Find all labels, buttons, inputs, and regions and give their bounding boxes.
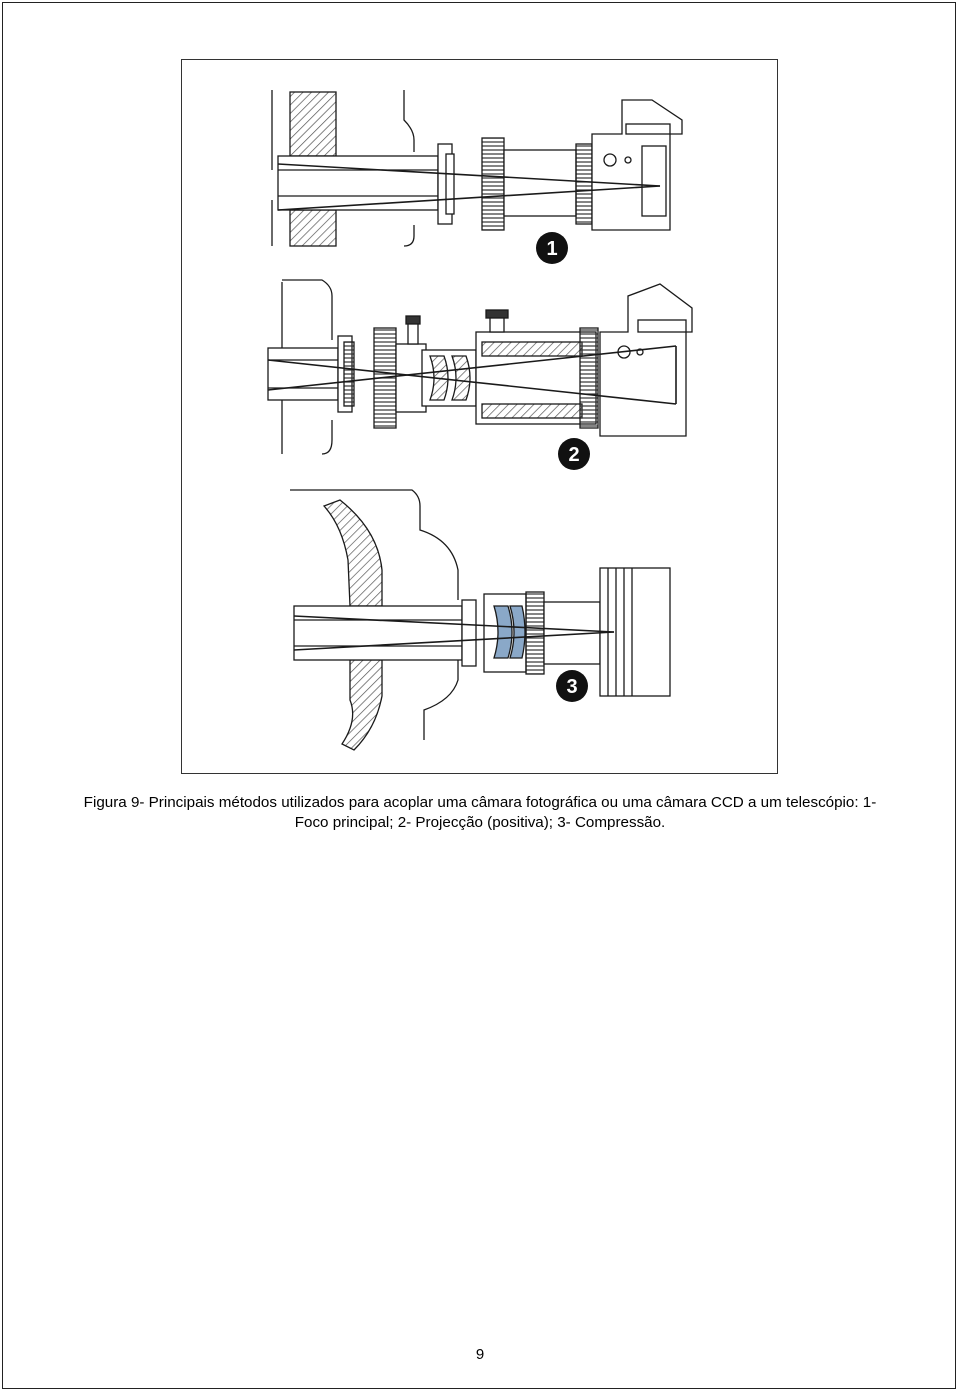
page-number: 9 (475, 1346, 485, 1363)
panel-3-number-badge: 3 (556, 670, 588, 702)
figure-caption: Figura 9- Principais métodos utilizados … (60, 793, 900, 833)
panel-1-prime-focus (271, 90, 683, 247)
caption-line-1: Figura 9- Principais métodos utilizados … (83, 794, 877, 811)
panel-3-compression (290, 489, 671, 751)
panel-1-number-badge: 1 (536, 232, 568, 264)
telescope-coupling-diagram: 1 (267, 90, 693, 751)
figure-frame: 1 (181, 59, 778, 774)
telescope-wall-lower (289, 209, 337, 247)
panel-2-number: 2 (568, 444, 579, 466)
panel-1-number: 1 (546, 238, 557, 260)
panel-2-number-badge: 2 (558, 438, 590, 470)
panel-3-number: 3 (566, 676, 577, 698)
caption-line-2: Foco principal; 2- Projecção (positiva);… (294, 814, 666, 831)
telescope-wall-upper (289, 91, 337, 157)
panel-2-projection (267, 279, 693, 455)
